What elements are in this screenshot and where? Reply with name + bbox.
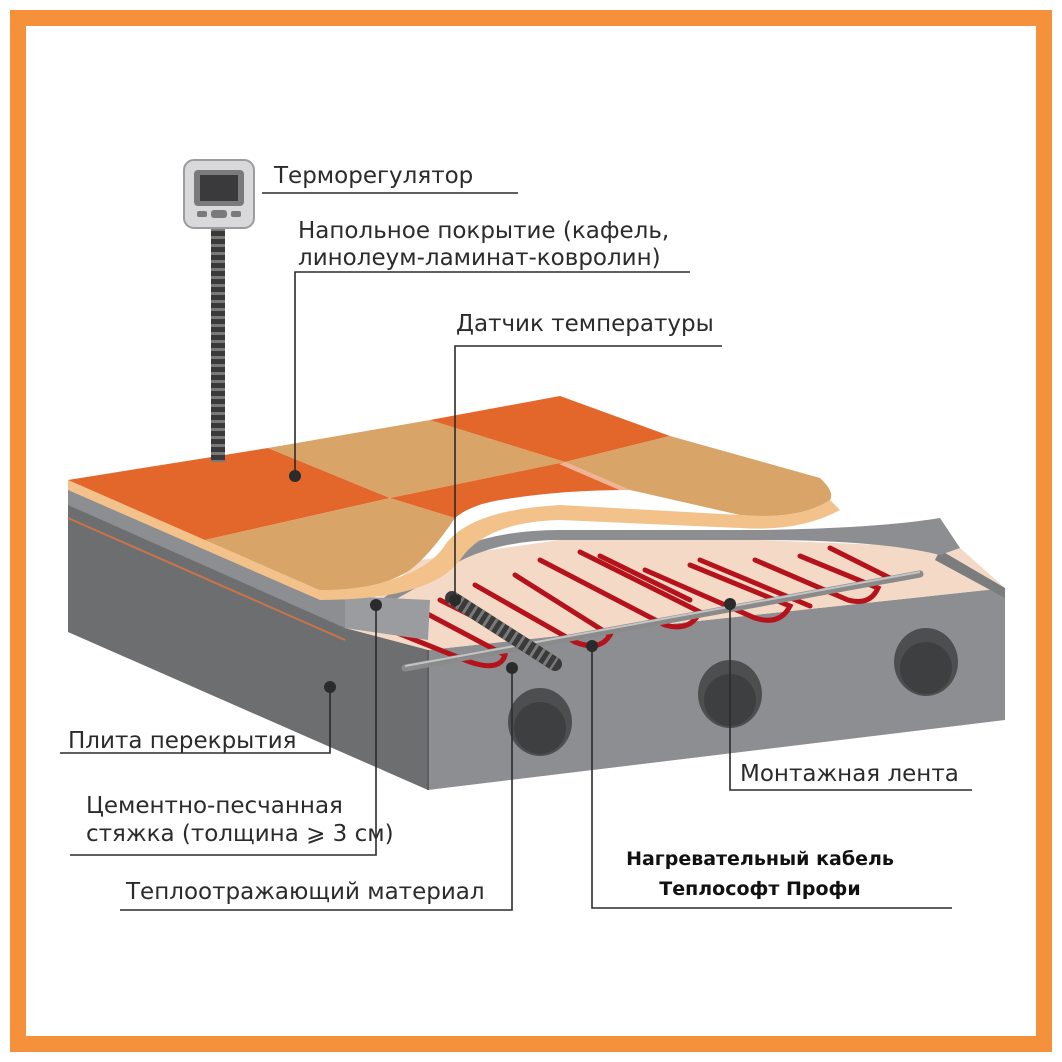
leader-reflective [120,668,513,911]
label-floor-covering-line1: Напольное покрытие (кафель, [298,218,670,244]
thermostat-device-icon [183,159,255,462]
leader-mounting-tape [729,604,972,791]
tile-edge [68,480,320,600]
dot-mounting-tape [724,598,736,610]
cable-loop [827,545,893,581]
leader-lines [60,192,972,911]
cable-loop [382,607,508,669]
label-screed-line1: Цементно-песчанная [86,793,343,819]
slab-hole [514,702,566,754]
tile-orange [430,396,670,462]
label-heating-cable-line2: Теплософт Профи [659,878,861,900]
slab-left-face [68,488,428,790]
cable-loop [597,553,693,603]
dot-screed [370,599,382,611]
label-mounting-tape: Монтажная лента [740,761,959,787]
cable-loop [642,562,794,623]
screed-layer [68,488,960,628]
cable-loop [752,553,882,604]
tile-edge [320,500,840,600]
sensor-tube [445,591,562,671]
slab-thin-layer [67,517,346,641]
label-temp-sensor: Датчик температуры [456,311,714,337]
leader-screed [70,605,377,856]
label-reflective: Теплоотражающий материал [126,879,485,905]
screed-front [345,596,430,640]
mounting-tape-highlight [404,571,921,667]
tile-beige [205,498,455,590]
label-heating-cable-line1: Нагревательный кабель [626,848,894,870]
dot-floor-covering [289,470,301,482]
tile-orange [390,462,630,518]
slab-hole [900,642,952,694]
thermostat-button [197,211,207,217]
leader-dots [289,470,736,693]
slab-top-right [935,550,1005,598]
label-thermostat: Терморегулятор [274,163,474,189]
label-floor-covering-line2: линолеум-ламинат-ковролин) [298,245,661,271]
label-screed-line2: стяжка (толщина ⩾ 3 см) [86,821,394,847]
leader-floor-covering [294,271,690,476]
leader-heating-cable [591,646,952,909]
dot-temp-sensor [449,594,461,606]
mounting-tape [401,570,924,672]
leader-temp-sensor [454,345,722,600]
label-floor-slab: Плита перекрытия [68,728,297,754]
leader-floor-slab [60,687,331,754]
tile-beige [565,436,832,516]
tile-orange [68,448,390,540]
tile-layer [68,396,840,600]
corrugated-conduit-icon [445,591,562,671]
dot-reflective [506,662,518,674]
thermostat-button [231,211,241,217]
dot-floor-slab [324,681,336,693]
tile-gap [559,462,630,492]
dot-heating-cable [586,640,598,652]
thermostat-screen [200,175,238,201]
tile-beige [268,420,565,498]
thermostat-button [211,210,227,218]
